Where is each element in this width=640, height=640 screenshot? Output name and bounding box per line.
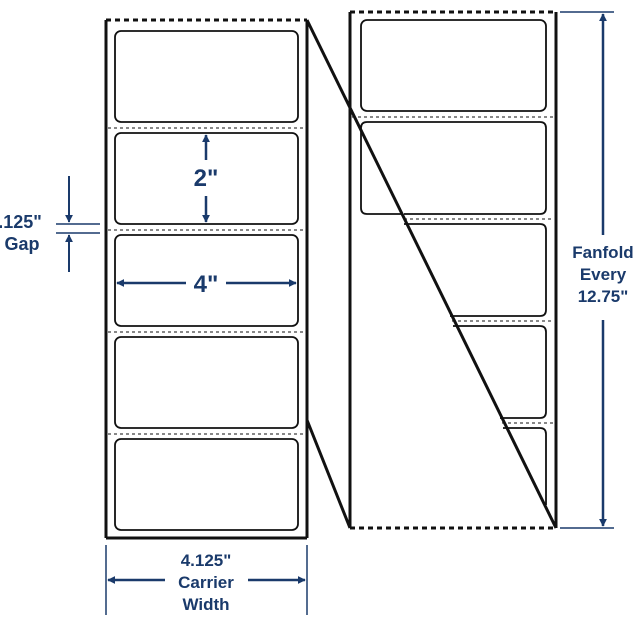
carrier-word2-text: Width	[182, 595, 229, 614]
fanfold-dimension: Fanfold Every 12.75"	[560, 11, 634, 529]
fanfold-value-text: 12.75"	[578, 287, 629, 306]
back-label-5	[503, 427, 547, 505]
gap-value-text: .125"	[0, 212, 42, 232]
label-height-text: 2"	[194, 165, 219, 192]
label-height-dimension: 2"	[194, 134, 219, 223]
fanfold-word1-text: Fanfold	[572, 243, 633, 262]
gap-word-text: Gap	[4, 234, 39, 254]
label-2	[114, 132, 299, 225]
label-width-text: 4"	[194, 271, 219, 298]
fold-top-diagonal	[305, 19, 558, 529]
back-label-2	[360, 121, 547, 215]
back-label-1	[360, 19, 547, 112]
fold-bottom-diagonal	[305, 419, 352, 529]
carrier-width-dimension: 4.125" Carrier Width	[105, 545, 308, 615]
label-width-dimension: 4"	[116, 271, 297, 298]
fold-connector	[305, 19, 558, 529]
label-3	[114, 234, 299, 327]
back-label-3	[404, 223, 547, 317]
carrier-word1-text: Carrier	[178, 573, 234, 592]
fanfold-word2-text: Every	[580, 265, 627, 284]
front-label-strip	[104, 18, 309, 540]
label-5	[114, 438, 299, 531]
back-label-4	[453, 325, 547, 419]
back-fanfold-strip	[348, 10, 558, 530]
carrier-value-text: 4.125"	[181, 551, 232, 570]
gap-dimension: .125" Gap	[0, 176, 100, 272]
label-4	[114, 336, 299, 429]
label-1	[114, 30, 299, 123]
